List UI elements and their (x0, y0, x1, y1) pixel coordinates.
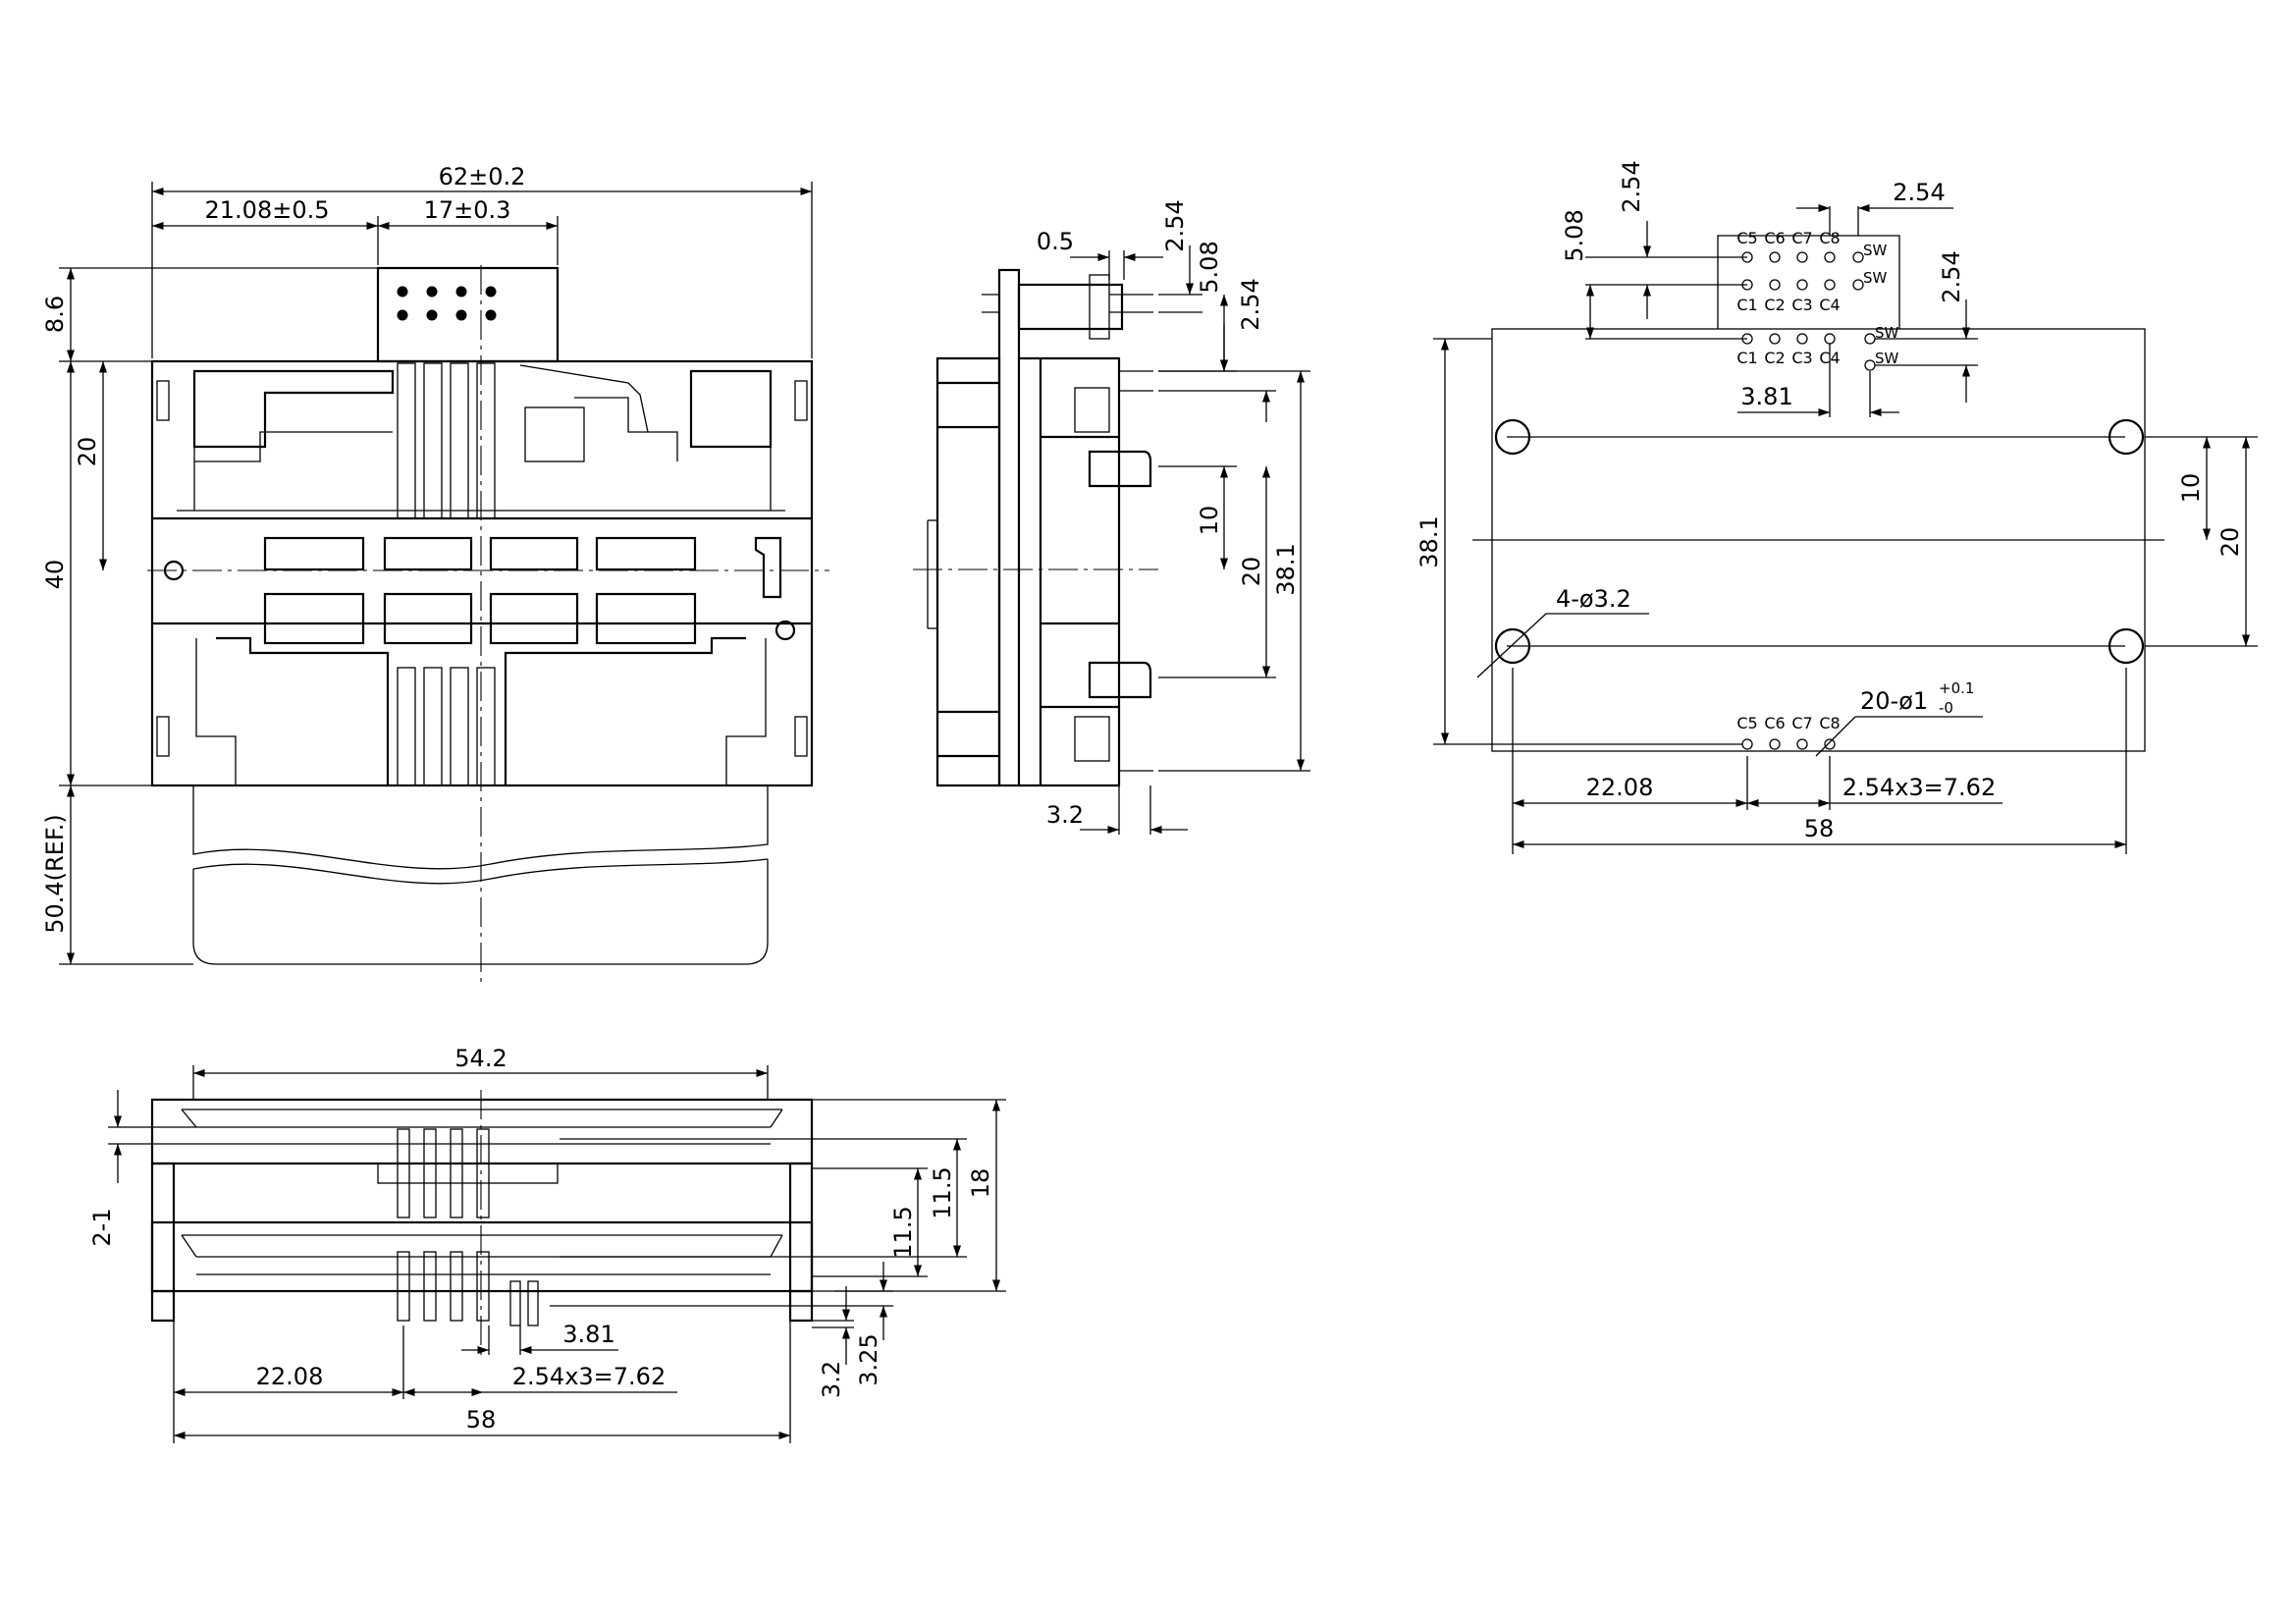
upper-left-slot (192, 369, 395, 449)
dim-side-height: 38.1 (1272, 543, 1300, 595)
polarizing-key (754, 536, 782, 599)
pin-label-c1-mid: C1 (1736, 349, 1757, 367)
pin-field-bottom (1741, 738, 1836, 750)
connector-body (150, 359, 814, 787)
pin-label-c1-top: C1 (1736, 296, 1757, 314)
pin-label-sw-2: SW (1863, 269, 1888, 287)
pcb-layout: C5 C6 C7 C8 SW SW C1 C2 C3 C4 SW SW C1 C… (1415, 160, 2258, 854)
dim-bottom-width: 58 (466, 1406, 497, 1434)
side-view: 0.5 2.54 5.08 2.54 10 20 38.1 3.2 (913, 199, 1310, 835)
dim-sw-pitch: 2.54 (1938, 250, 1965, 302)
pin-label-c2-top: C2 (1764, 296, 1785, 314)
side-body-right (1019, 356, 1121, 787)
pin-label-sw-4: SW (1875, 350, 1899, 367)
mount-hole-tr (2108, 418, 2145, 456)
peg-lower (1088, 661, 1152, 699)
dim-pcb-width: 58 (1804, 815, 1835, 842)
dim-peg-outer: 20 (1238, 557, 1265, 587)
dim-pin-tol-minus: -0 (1939, 699, 1953, 717)
pin-label-c3-mid: C3 (1791, 349, 1812, 367)
dim-height-outer: 11.5 (929, 1166, 956, 1218)
dim-height-inner: 11.5 (889, 1206, 917, 1258)
dim-pin-holes: 20-ø1 (1860, 687, 1928, 715)
dim-bottom-width-top: 54.2 (454, 1045, 507, 1072)
dim-left-gap: 2-1 (88, 1208, 116, 1246)
mount-hole-bl (1494, 627, 1531, 665)
dim-stand-b: 3.25 (855, 1333, 882, 1385)
switch-housing (524, 406, 585, 462)
mount-hole-tl (1494, 418, 1531, 456)
dim-pcb-left-offset: 22.08 (1586, 774, 1654, 801)
contact-strips-top (397, 362, 496, 519)
dim-offset-left: 21.08±0.5 (205, 196, 330, 224)
dim-card-ref: 50.4(REF.) (41, 814, 69, 934)
dim-body-height: 40 (41, 560, 69, 590)
dim-mount-holes: 4-ø3.2 (1556, 585, 1631, 613)
dim-height-total: 18 (967, 1168, 994, 1199)
dim-peg-spacing: 10 (1196, 506, 1223, 536)
pin-label-c2-mid: C2 (1764, 349, 1785, 367)
dim-width-total: 62±0.2 (439, 163, 526, 190)
dim-bottom-left-offset: 22.08 (256, 1363, 324, 1390)
side-body-left (935, 356, 1001, 787)
pin-label-c8-top: C8 (1819, 229, 1840, 247)
pin-label-c7-top: C7 (1791, 229, 1812, 247)
side-plate (997, 268, 1021, 787)
dim-stand: 3.2 (1046, 801, 1084, 829)
dim-hole-spacing-outer: 20 (2216, 527, 2244, 558)
dim-pitch-top: 2.54 (1161, 199, 1189, 251)
dim-pin-offset: 0.5 (1037, 228, 1074, 255)
dim-top-row-gap: 5.08 (1561, 209, 1588, 261)
front-view: 62±0.2 21.08±0.5 17±0.3 8.6 20 40 50.4(R… (41, 163, 829, 982)
dim-bottom-pin-offset: 3.81 (562, 1321, 614, 1348)
upper-right-slot (689, 369, 773, 449)
dim-sw-offset: 3.81 (1740, 383, 1792, 410)
dim-col-pitch: 2.54 (1893, 179, 1945, 206)
pin-label-c5-bottom: C5 (1736, 714, 1757, 732)
dim-pin-tol-plus: +0.1 (1939, 679, 1974, 697)
dim-pcb-pin-span: 2.54x3=7.62 (1842, 774, 1996, 801)
bottom-pins-upper (397, 1128, 490, 1218)
pin-label-c5-top: C5 (1736, 229, 1757, 247)
locator-hole-right (774, 620, 796, 641)
contact-strips-bottom (397, 667, 496, 786)
dim-contact-depth: 20 (74, 437, 101, 467)
pin-label-c3-top: C3 (1791, 296, 1812, 314)
dim-contact-width: 17±0.3 (424, 196, 511, 224)
dim-bottom-pin-span: 2.54x3=7.62 (512, 1363, 666, 1390)
dim-hole-spacing-inner: 10 (2177, 473, 2205, 504)
mount-hole-br (2108, 627, 2145, 665)
pin-label-sw-1: SW (1863, 242, 1888, 259)
pin-field-top (1741, 251, 1876, 371)
card-windows (263, 536, 697, 645)
peg-upper (1088, 450, 1152, 488)
switch-spring (519, 364, 649, 433)
pin-label-c6-top: C6 (1764, 229, 1785, 247)
dim-top-offset: 8.6 (41, 296, 69, 333)
bottom-view: 54.2 2-1 18 11.5 11.5 3.25 3.2 3.81 22.0… (88, 1045, 1006, 1443)
pin-label-c4-top: C4 (1819, 296, 1840, 314)
bottom-pins-lower (397, 1251, 539, 1326)
pin-label-c6-bottom: C6 (1764, 714, 1785, 732)
dim-pcb-height: 38.1 (1415, 515, 1443, 568)
dim-pitch-mid: 2.54 (1237, 278, 1264, 330)
dim-top-pitch: 2.54 (1618, 160, 1645, 212)
dim-row-gap: 5.08 (1196, 241, 1223, 293)
contact-pin-grid (397, 286, 497, 321)
pin-label-c7-bottom: C7 (1791, 714, 1812, 732)
dim-stand-a: 3.2 (818, 1361, 845, 1398)
pin-header (1017, 283, 1124, 331)
pin-label-c8-bottom: C8 (1819, 714, 1840, 732)
pin-label-sw-3: SW (1875, 324, 1899, 342)
